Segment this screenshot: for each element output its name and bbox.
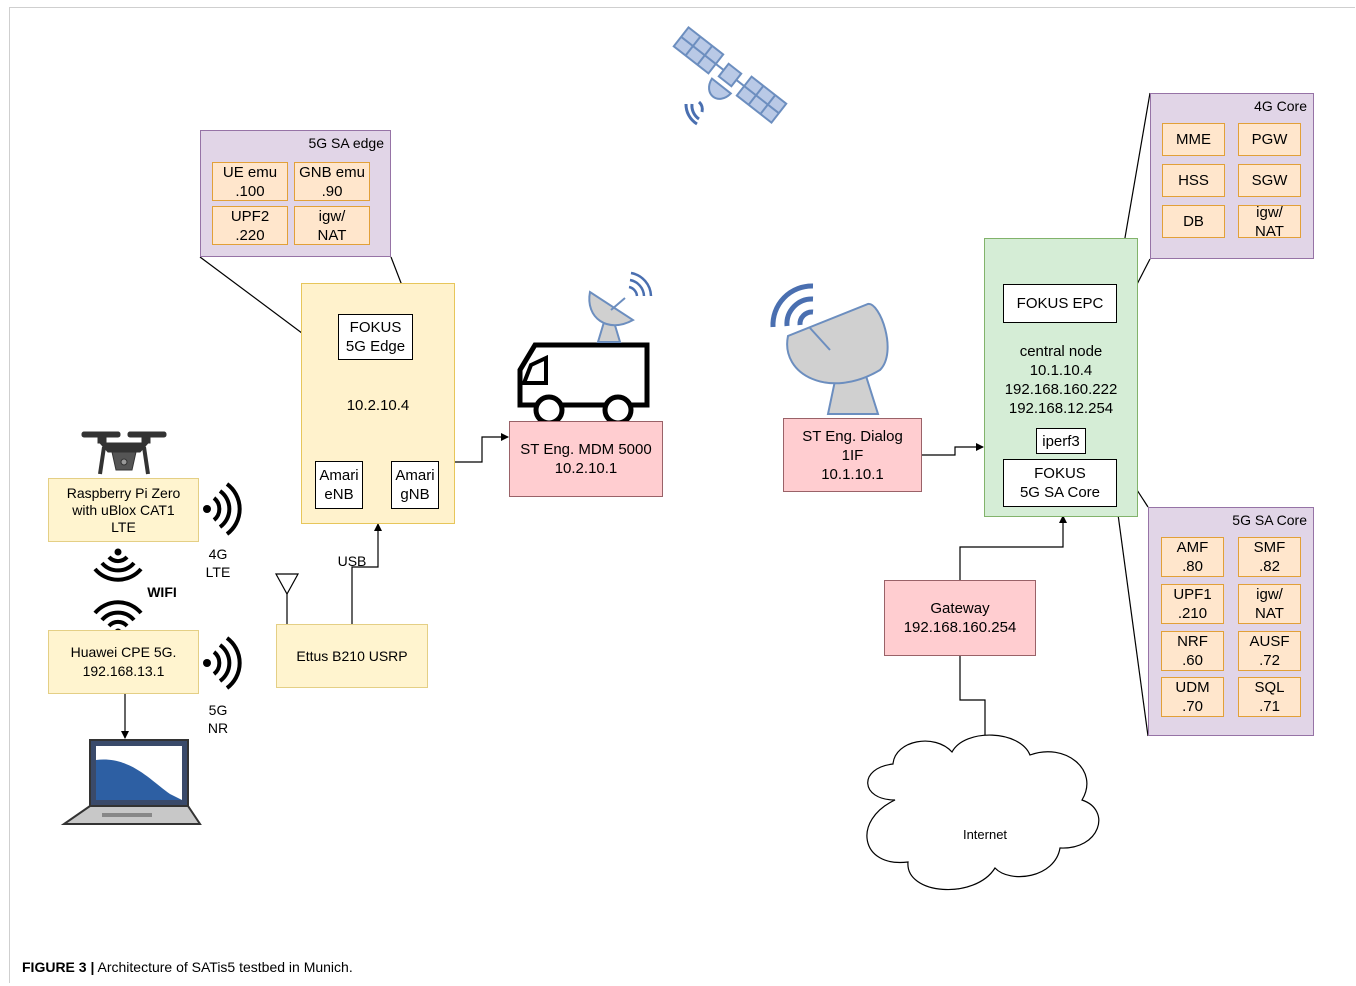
edge-panel-title: 5G SA edge [308,135,384,151]
gateway-to-internet-arrow [959,656,989,766]
wifi-label: WIFI [147,584,177,600]
internet-label: Internet [962,827,1008,842]
usb-label: USB [337,553,367,569]
ground-signal-icon [770,283,814,328]
ground-dish-icon [786,303,889,415]
figure-caption: FIGURE 3 | Architecture of SATis5 testbe… [22,959,353,975]
gateway-box: Gateway 192.168.160.254 [884,580,1036,656]
usb-arrow [351,523,382,624]
fokus-epc-box: FOKUS EPC [1003,284,1117,323]
pgw-box: PGW [1238,123,1301,156]
wifi-down-icon [93,548,143,582]
udm-box: UDM .70 [1161,677,1224,717]
hss-box: HSS [1162,164,1225,197]
nr-signal-icon [203,636,242,690]
core4g-igw-nat-box: igw/ NAT [1238,204,1301,240]
ue-emu-box: UE emu .100 [212,162,288,201]
ausf-box: AUSF .72 [1238,631,1301,671]
satellite-signal-icon [684,100,704,126]
fokus-5g-sa-core-box: FOKUS 5G SA Core [1003,459,1117,507]
laptop-icon [60,739,202,825]
nr-label: 5G NR [207,702,229,736]
lte-signal-icon [203,482,242,536]
gnb-emu-box: GNB emu .90 [294,162,370,201]
figure-caption-text: Architecture of SATis5 testbed in Munich… [94,959,353,975]
smf-box: SMF .82 [1238,537,1301,577]
raspberry-pi-box: Raspberry Pi Zero with uBlox CAT1 LTE [48,478,199,542]
edge-igw-nat-box: igw/ NAT [294,206,370,245]
mme-box: MME [1162,123,1225,156]
nrf-box: NRF .60 [1161,631,1224,671]
satellite-icon [672,25,788,125]
sql-box: SQL .71 [1238,677,1301,717]
lte-label: 4G LTE [205,546,231,580]
ettus-usrp-box: Ettus B210 USRP [276,624,428,688]
antenna-icon [274,573,300,624]
figure-caption-prefix: FIGURE 3 | [22,959,95,975]
core-zoom-line-bottom [1116,506,1149,737]
central-node-info: central node 10.1.10.4 192.168.160.222 1… [1004,343,1118,417]
upf1-box: UPF1 .210 [1161,584,1224,624]
core-5g-title: 5G SA Core [1232,512,1307,528]
amari-enb-box: Amari eNB [315,461,363,509]
core-4g-title: 4G Core [1254,98,1307,114]
wifi-up-icon [93,600,143,636]
upf2-box: UPF2 .220 [212,206,288,245]
sgw-box: SGW [1238,164,1301,197]
edge-to-modem-arrow [455,433,509,463]
truck-icon [517,342,650,426]
truck-dish-icon [588,290,635,343]
huawei-cpe-box: Huawei CPE 5G. 192.168.13.1 [48,630,199,694]
dialog-box: ST Eng. Dialog 1IF 10.1.10.1 [783,418,922,492]
mdm-5000-box: ST Eng. MDM 5000 10.2.10.1 [509,421,663,497]
iperf3-box: iperf3 [1036,428,1086,454]
internet-cloud-icon [866,734,1100,890]
truck-signal-icon [628,271,653,297]
dialog-to-central-arrow [922,443,984,456]
db-box: DB [1162,205,1225,238]
amari-gnb-box: Amari gNB [391,461,439,509]
amf-box: AMF .80 [1161,537,1224,577]
drone-icon [81,431,167,475]
gateway-to-core-arrow [959,515,1067,580]
edge-node-ip: 10.2.10.4 [346,397,410,414]
fokus-5g-edge-box: FOKUS 5G Edge [338,314,413,360]
figure-frame [9,7,1355,983]
core5g-igw-nat-box: igw/ NAT [1238,584,1301,624]
